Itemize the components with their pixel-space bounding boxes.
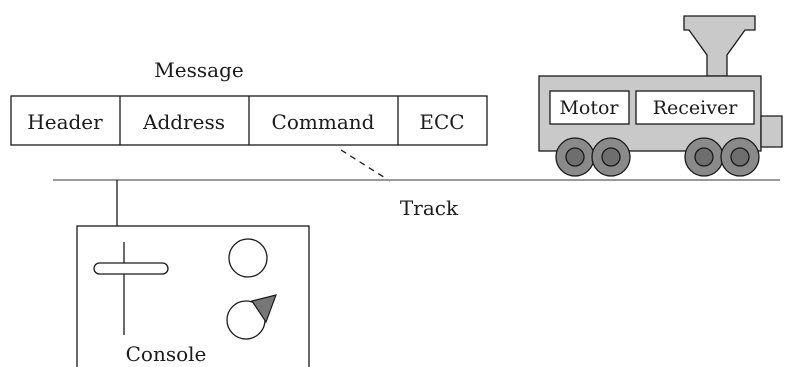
message-packet: Header Address Command ECC (10, 95, 488, 146)
console-label: Console (126, 342, 207, 366)
receiver-label: Receiver (653, 97, 738, 119)
track-label: Track (400, 196, 459, 220)
message-title: Message (154, 58, 243, 82)
motor-label: Motor (559, 97, 619, 119)
receiver-box (635, 90, 755, 125)
field-command: Command (272, 110, 375, 134)
console-button (228, 238, 268, 278)
motor-box (549, 90, 630, 125)
locomotive: Motor Receiver (538, 15, 783, 177)
locomotive-cab (760, 115, 783, 148)
console: Console (76, 225, 310, 367)
wheel (555, 137, 595, 177)
field-ecc: ECC (419, 110, 464, 134)
field-address: Address (142, 110, 225, 134)
wheel (591, 137, 631, 177)
knob-pointer-icon (251, 294, 277, 324)
throttle-slider-handle (93, 262, 169, 275)
field-header: Header (27, 110, 103, 134)
wheel (720, 137, 760, 177)
wheel (684, 137, 724, 177)
command-to-track-connector (340, 149, 391, 182)
smokestack (683, 15, 756, 77)
